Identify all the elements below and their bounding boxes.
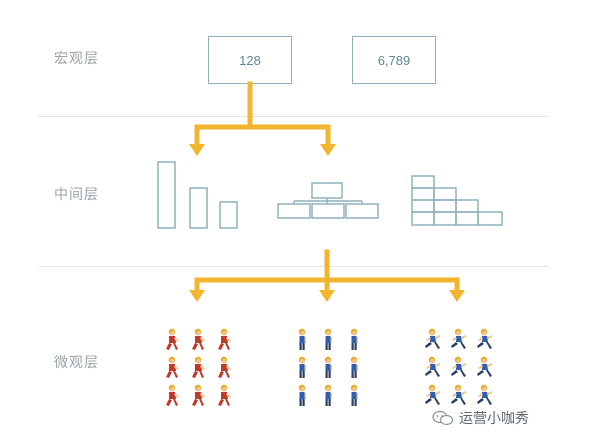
person-icon <box>477 384 492 405</box>
person-icon <box>451 328 466 349</box>
person-icon <box>477 328 492 349</box>
people-group-standing <box>298 328 359 406</box>
person-icon <box>298 384 307 406</box>
bottom-connector-arrows <box>194 249 460 295</box>
stair-table-icon <box>411 175 503 226</box>
person-icon <box>425 356 440 377</box>
person-icon <box>192 356 205 378</box>
bar-chart-icon <box>157 161 238 229</box>
person-icon <box>166 328 179 350</box>
person-icon <box>218 328 231 350</box>
meso-layer-label: 中间层 <box>54 187 99 203</box>
person-icon <box>192 328 205 350</box>
divider-macro-meso <box>38 116 548 117</box>
bottom-arrow-left-head <box>189 290 205 302</box>
person-icon <box>218 356 231 378</box>
macro-layer-label: 宏观层 <box>54 51 99 67</box>
person-icon <box>425 328 440 349</box>
people-group-walking <box>166 328 231 406</box>
person-icon <box>166 384 179 406</box>
top-arrow-left-head <box>189 144 205 156</box>
org-chart-icon <box>277 182 379 219</box>
watermark: 运营小咖秀 <box>432 408 529 428</box>
wechat-icon <box>432 410 454 426</box>
divider-meso-micro <box>38 266 548 267</box>
person-icon <box>425 384 440 405</box>
bottom-arrow-right-head <box>449 290 465 302</box>
top-arrow-right-head <box>320 144 336 156</box>
person-icon <box>350 328 359 350</box>
person-icon <box>350 384 359 406</box>
person-icon <box>298 328 307 350</box>
people-group-running <box>425 328 492 405</box>
bottom-arrow-mid-head <box>319 290 335 302</box>
person-icon <box>324 356 333 378</box>
person-icon <box>451 384 466 405</box>
person-icon <box>350 356 359 378</box>
person-icon <box>451 356 466 377</box>
watermark-text: 运营小咖秀 <box>459 411 529 427</box>
person-icon <box>324 384 333 406</box>
micro-layer-label: 微观层 <box>54 355 99 371</box>
person-icon <box>166 356 179 378</box>
person-icon <box>324 328 333 350</box>
macro-value-box-2: 6,789 <box>352 36 436 84</box>
person-icon <box>218 384 231 406</box>
top-connector-arrows <box>194 81 331 149</box>
person-icon <box>477 356 492 377</box>
person-icon <box>192 384 205 406</box>
person-icon <box>298 356 307 378</box>
